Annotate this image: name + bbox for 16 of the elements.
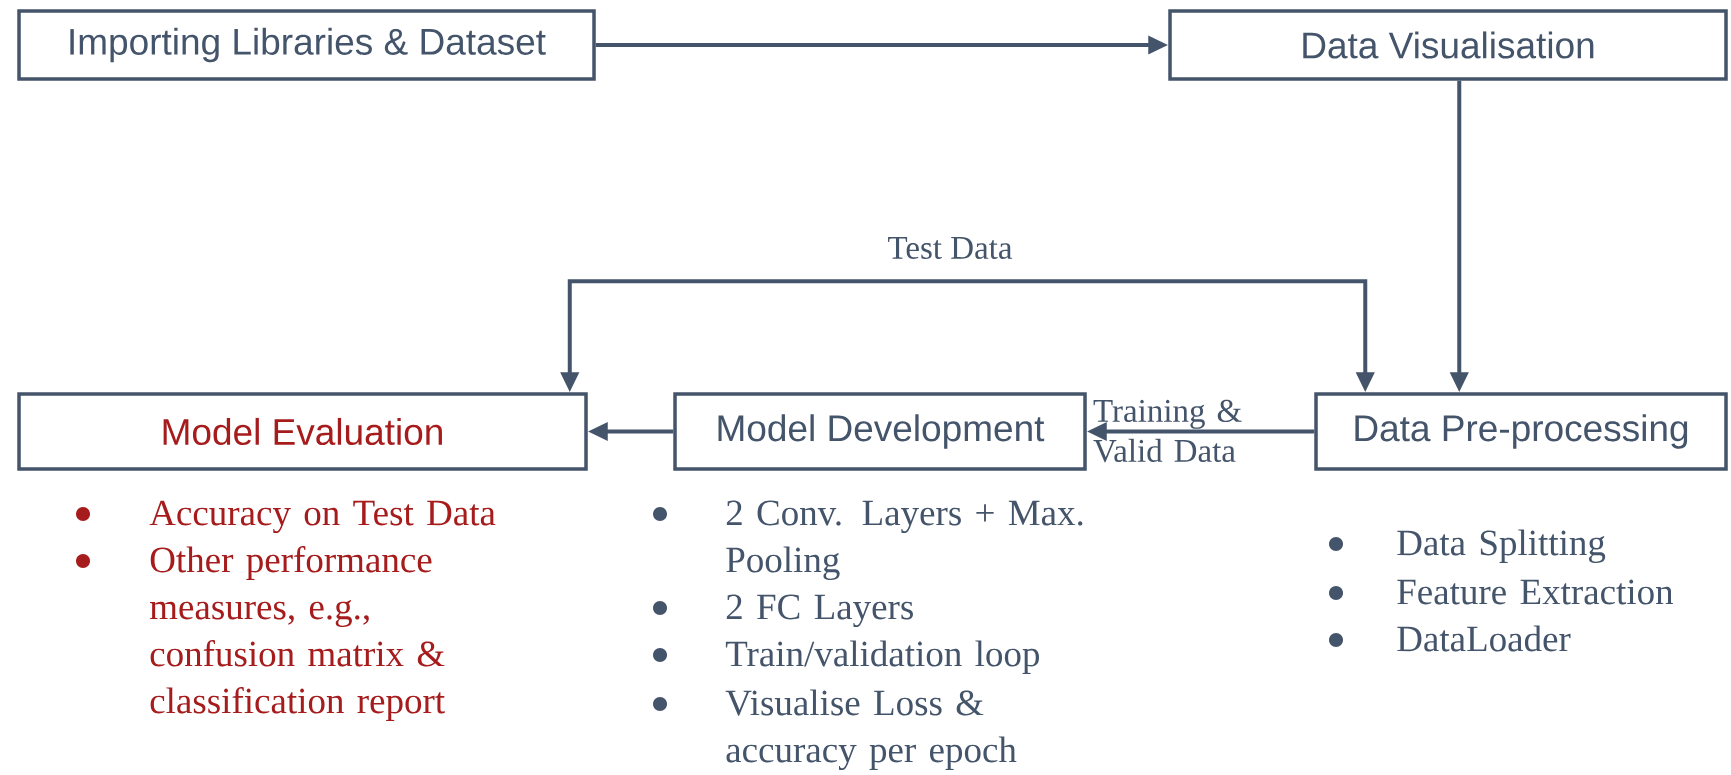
bullet-item: Accuracy on Test Data — [76, 500, 496, 534]
process-box: Model Evaluation — [17, 392, 588, 471]
bullet-item: DataLoader — [1329, 625, 1571, 652]
bullet-item: Feature Extraction — [1329, 579, 1674, 605]
bullet-item: 2 Conv. Layers + Max. Pooling — [653, 500, 1083, 581]
process-box: Data Visualisation — [1168, 9, 1728, 81]
edge-label: Test Data — [885, 235, 1015, 261]
process-box: Data Pre-processing — [1314, 392, 1728, 471]
bullet-item: 2 FC Layers — [653, 594, 913, 628]
bullet-item: Data Splitting — [1329, 529, 1606, 564]
bullet-item: Visualise Loss & accuracy per epoch — [653, 689, 1017, 771]
bullet-item: Train/validation loop — [653, 640, 1039, 674]
bullet-item: Other performance measures, e.g., confusion matrix & classification report — [76, 546, 445, 721]
edge-label: Training & Valid Data — [1093, 399, 1242, 463]
process-box: Importing Libraries & Dataset — [17, 9, 596, 81]
process-box: Model Development — [673, 392, 1087, 471]
